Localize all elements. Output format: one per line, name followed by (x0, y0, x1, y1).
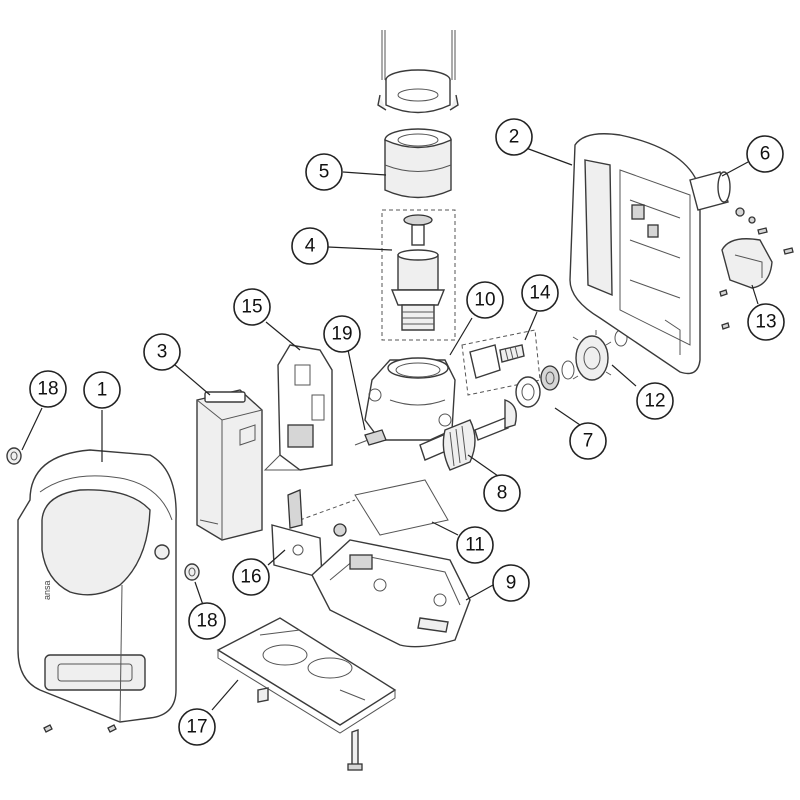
callout-number: 18 (37, 379, 58, 400)
part-18-plug-right (184, 563, 200, 581)
part-6-fuse (689, 171, 756, 224)
part-9-base (311, 539, 471, 648)
part-13-release-cover (719, 227, 794, 330)
part-5-motor-housing (377, 30, 459, 199)
callout-number: 3 (157, 342, 168, 363)
part-11-gasket (299, 479, 449, 537)
part-3-capacitor-box (196, 389, 263, 541)
callout-number: 8 (497, 483, 508, 504)
callout-number: 16 (240, 567, 261, 588)
callout-18-left: 18 (29, 370, 67, 408)
callout-6: 6 (746, 135, 784, 173)
callout-17: 17 (178, 708, 216, 746)
part-2-rear-chassis (569, 133, 701, 375)
part-4-rotor-assembly (381, 209, 456, 341)
callout-8: 8 (483, 474, 521, 512)
callout-number: 10 (474, 290, 495, 311)
callout-number: 19 (331, 324, 352, 345)
callout-19: 19 (323, 315, 361, 353)
callout-number: 13 (755, 312, 776, 333)
callout-number: 7 (583, 431, 594, 452)
callout-13: 13 (747, 303, 785, 341)
callout-11: 11 (456, 526, 494, 564)
part-15-control-board (263, 344, 333, 471)
callout-number: 18 (196, 611, 217, 632)
callout-10: 10 (466, 281, 504, 319)
callout-3: 3 (143, 333, 181, 371)
part-1-front-cover: ansa (17, 449, 177, 733)
callout-5: 5 (305, 153, 343, 191)
callout-12: 12 (636, 382, 674, 420)
callout-number: 4 (305, 236, 316, 257)
part-12-gear-wheel (572, 329, 628, 381)
leader-lines (21, 147, 759, 711)
callout-number: 1 (97, 380, 108, 401)
callout-9: 9 (492, 564, 530, 602)
callout-2: 2 (495, 118, 533, 156)
callout-14: 14 (521, 274, 559, 312)
callout-1: 1 (83, 371, 121, 409)
callout-7: 7 (569, 422, 607, 460)
callout-16: 16 (232, 558, 270, 596)
callout-number: 12 (644, 391, 665, 412)
callout-number: 5 (319, 162, 330, 183)
callout-number: 17 (186, 717, 207, 738)
callout-18-right: 18 (188, 602, 226, 640)
part-14-switch-bracket (461, 329, 541, 396)
part-19-screw (354, 429, 387, 446)
callout-number: 14 (529, 283, 551, 304)
part-18-plug-left (6, 447, 22, 465)
part-10-gearbox-housing (364, 357, 456, 441)
part-7-bearing (515, 360, 575, 408)
callout-15: 15 (233, 288, 271, 326)
part-8-drive-pinion (419, 399, 517, 471)
callout-number: 15 (241, 297, 262, 318)
callout-number: 9 (506, 573, 517, 594)
callout-number: 2 (509, 127, 520, 148)
brand-mark: ansa (42, 580, 52, 600)
part-17-foundation-plate (216, 617, 397, 771)
callout-number: 6 (760, 144, 771, 165)
callout-number: 11 (465, 535, 485, 556)
part-16-bracket (271, 489, 323, 579)
callout-4: 4 (291, 227, 329, 265)
